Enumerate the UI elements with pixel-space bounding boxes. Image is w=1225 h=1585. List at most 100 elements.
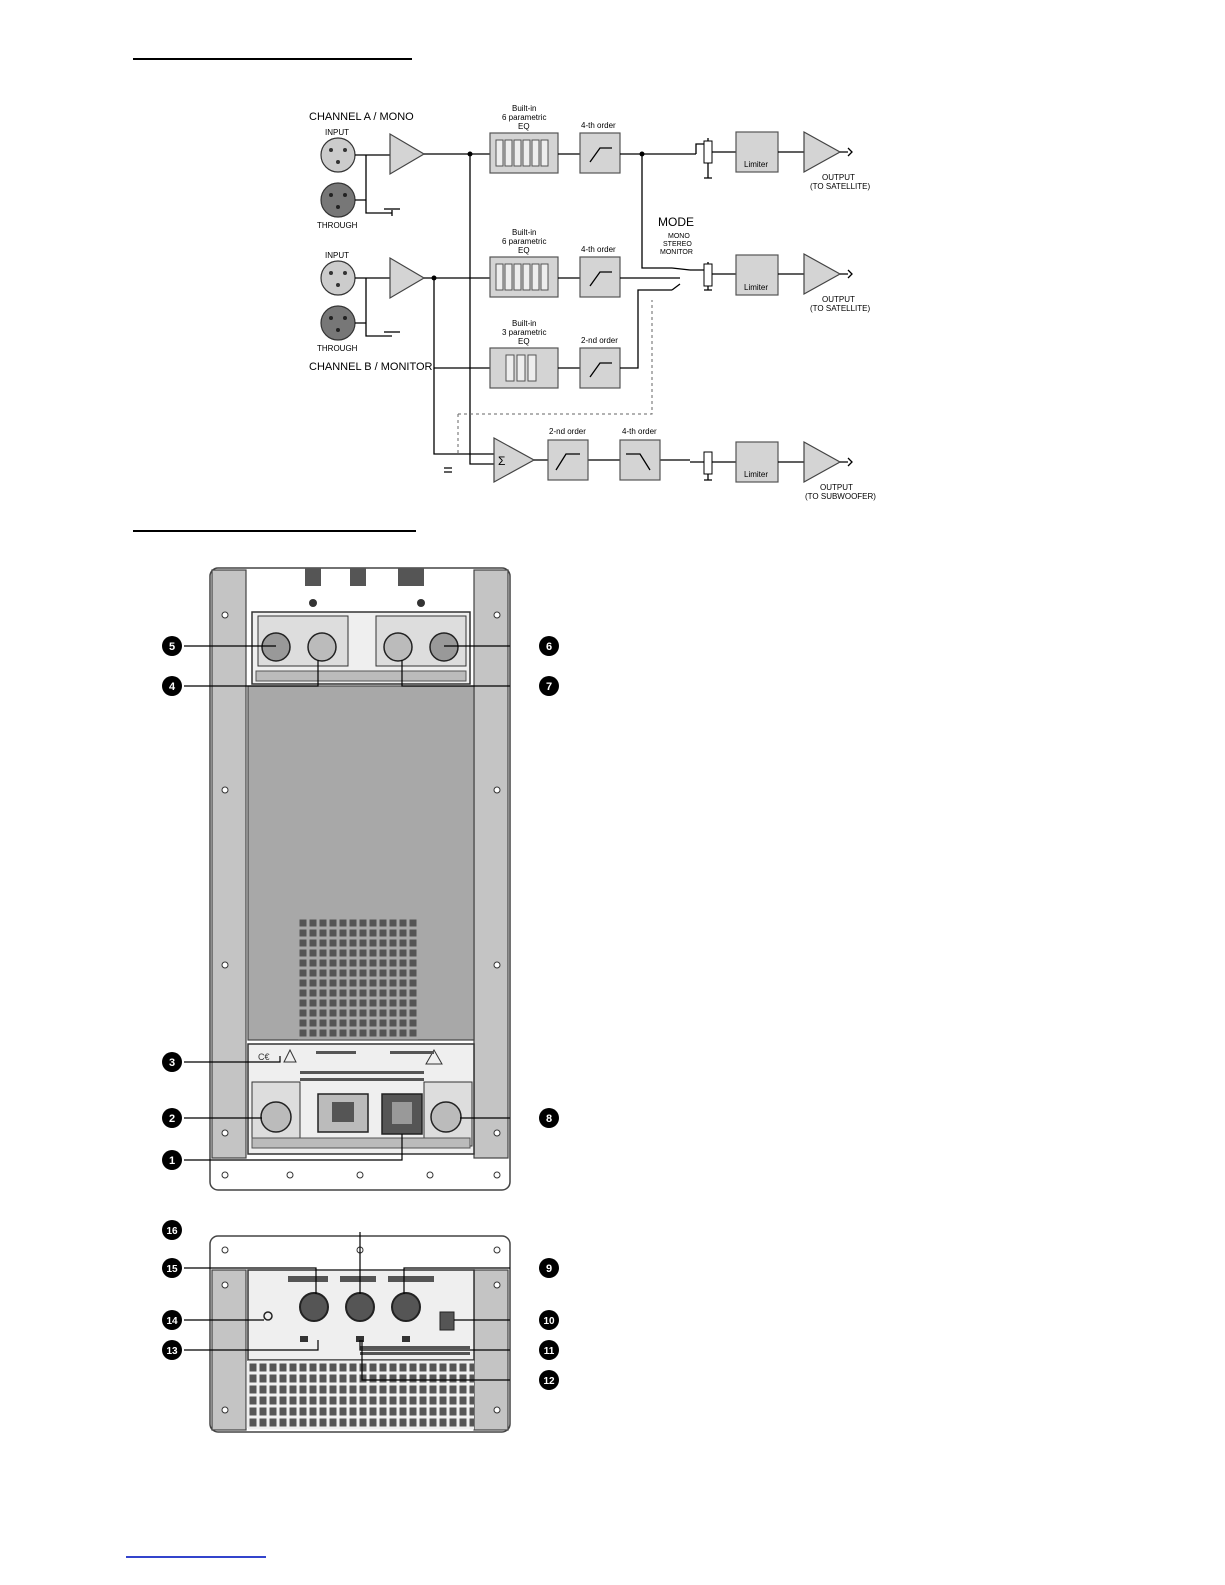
svg-text:14: 14 (166, 1316, 178, 1327)
limiter-b-label: Limiter (744, 283, 768, 292)
svg-text:4: 4 (169, 681, 176, 693)
output-b-label: OUTPUT (822, 295, 855, 304)
svg-text:7: 7 (546, 681, 552, 693)
filter-a (579, 132, 621, 174)
sub-filter-2 (619, 439, 661, 481)
output-c-label: OUTPUT (820, 483, 853, 492)
svg-text:15: 15 (166, 1264, 178, 1275)
speakon-output-a-icon (260, 1101, 292, 1133)
filter-c-caption: 2-nd order (581, 336, 618, 345)
svg-text:16: 16 (166, 1226, 178, 1237)
callout-4: 4 (162, 676, 182, 696)
input-label-a: INPUT (325, 128, 349, 137)
eq-a-caption-3: EQ (518, 122, 530, 131)
level-knob-a-icon (299, 1292, 329, 1322)
svg-text:2: 2 (169, 1113, 175, 1125)
xlr-through-a-panel-icon (261, 632, 291, 662)
mode-title: MODE (658, 215, 694, 229)
callout-5: 5 (162, 636, 182, 656)
left-rail (211, 569, 247, 1159)
callout-13: 13 (162, 1340, 182, 1360)
eq-a-caption-1: Built-in (512, 104, 536, 113)
channel-a-label: CHANNEL A / MONO (309, 111, 414, 123)
sum-symbol: Σ (498, 454, 505, 468)
limiter-a (735, 131, 779, 173)
input-label-b: INPUT (325, 251, 349, 260)
xlr-through-b-panel-icon (429, 632, 459, 662)
section-rule-top (133, 58, 412, 60)
filter-b (579, 256, 621, 298)
callout-6: 6 (539, 636, 559, 656)
level-knob-sub-icon (391, 1292, 421, 1322)
mode-stereo: STEREO (663, 241, 692, 248)
svg-text:11: 11 (544, 1346, 555, 1357)
filter-c (579, 347, 621, 389)
speakon-output-b-icon (430, 1101, 462, 1133)
svg-text:3: 3 (169, 1057, 175, 1069)
fan-grille-icon (296, 916, 420, 1040)
input-amp-b-icon (389, 256, 426, 300)
svg-text:13: 13 (166, 1346, 178, 1357)
output-c-target: (TO SUBWOOFER) (805, 492, 876, 501)
through-label-b: THROUGH (317, 344, 358, 353)
svg-text:C€: C€ (258, 1052, 270, 1062)
output-amp-a-icon (803, 130, 842, 174)
mode-monitor: MONITOR (660, 249, 693, 256)
callout-7: 7 (539, 676, 559, 696)
sub-filter-1-caption: 2-nd order (549, 427, 586, 436)
limiter-b (735, 254, 779, 296)
right-rail (473, 569, 509, 1159)
power-switch-icon (381, 1093, 423, 1135)
output-a-label: OUTPUT (822, 173, 855, 182)
level-pot-a-icon (695, 138, 736, 179)
level-pot-c-icon (690, 451, 736, 481)
input-amp-a-icon (389, 132, 426, 176)
output-a-target: (TO SATELLITE) (810, 182, 870, 191)
eq-b-caption-1: Built-in (512, 228, 536, 237)
sub-filter-2-caption: 4-th order (622, 427, 657, 436)
svg-text:9: 9 (546, 1263, 552, 1275)
eq-a-caption-2: 6 parametric (502, 113, 546, 122)
output-amp-b-icon (803, 252, 842, 296)
callout-10: 10 (539, 1310, 559, 1330)
svg-text:5: 5 (169, 641, 175, 653)
eq-c-caption-1: Built-in (512, 319, 536, 328)
callout-3: 3 (162, 1052, 182, 1072)
sub-filter-1 (547, 439, 589, 481)
level-pot-b-icon (690, 262, 736, 291)
callout-12: 12 (539, 1370, 559, 1390)
standby-led-icon (263, 1311, 273, 1321)
xlr-input-b-panel-icon (383, 632, 413, 662)
limiter-a-label: Limiter (744, 160, 768, 169)
svg-text:1: 1 (169, 1155, 175, 1167)
svg-text:8: 8 (546, 1113, 552, 1125)
xlr-input-a-panel-icon (307, 632, 337, 662)
bottom-grille-icon (246, 1360, 474, 1430)
output-b-target: (TO SATELLITE) (810, 304, 870, 313)
eq-b-caption-3: EQ (518, 246, 530, 255)
channel-b-label: CHANNEL B / MONITOR (309, 361, 433, 373)
callout-14: 14 (162, 1310, 182, 1330)
callout-9: 9 (539, 1258, 559, 1278)
filter-a-caption: 4-th order (581, 121, 616, 130)
svg-text:6: 6 (546, 641, 552, 653)
footer-rule (126, 1556, 266, 1558)
callout-11: 11 (539, 1340, 559, 1360)
through-label-a: THROUGH (317, 221, 358, 230)
callout-2: 2 (162, 1108, 182, 1128)
section-rule-middle (133, 530, 416, 532)
svg-text:12: 12 (543, 1376, 555, 1387)
output-amp-c-icon (803, 440, 842, 484)
callout-8: 8 (539, 1108, 559, 1128)
filter-b-caption: 4-th order (581, 245, 616, 254)
callout-1: 1 (162, 1150, 182, 1170)
limiter-c (735, 441, 779, 483)
eq-b-caption-2: 6 parametric (502, 237, 546, 246)
svg-text:10: 10 (543, 1316, 555, 1327)
mode-mono: MONO (668, 233, 690, 240)
summing-amp-icon (493, 436, 536, 484)
eq-c-caption-2: 3 parametric (502, 328, 546, 337)
callout-16: 16 (162, 1220, 182, 1240)
block-diagram: CHANNEL A / MONO CHANNEL B / MONITOR INP… (309, 104, 876, 501)
